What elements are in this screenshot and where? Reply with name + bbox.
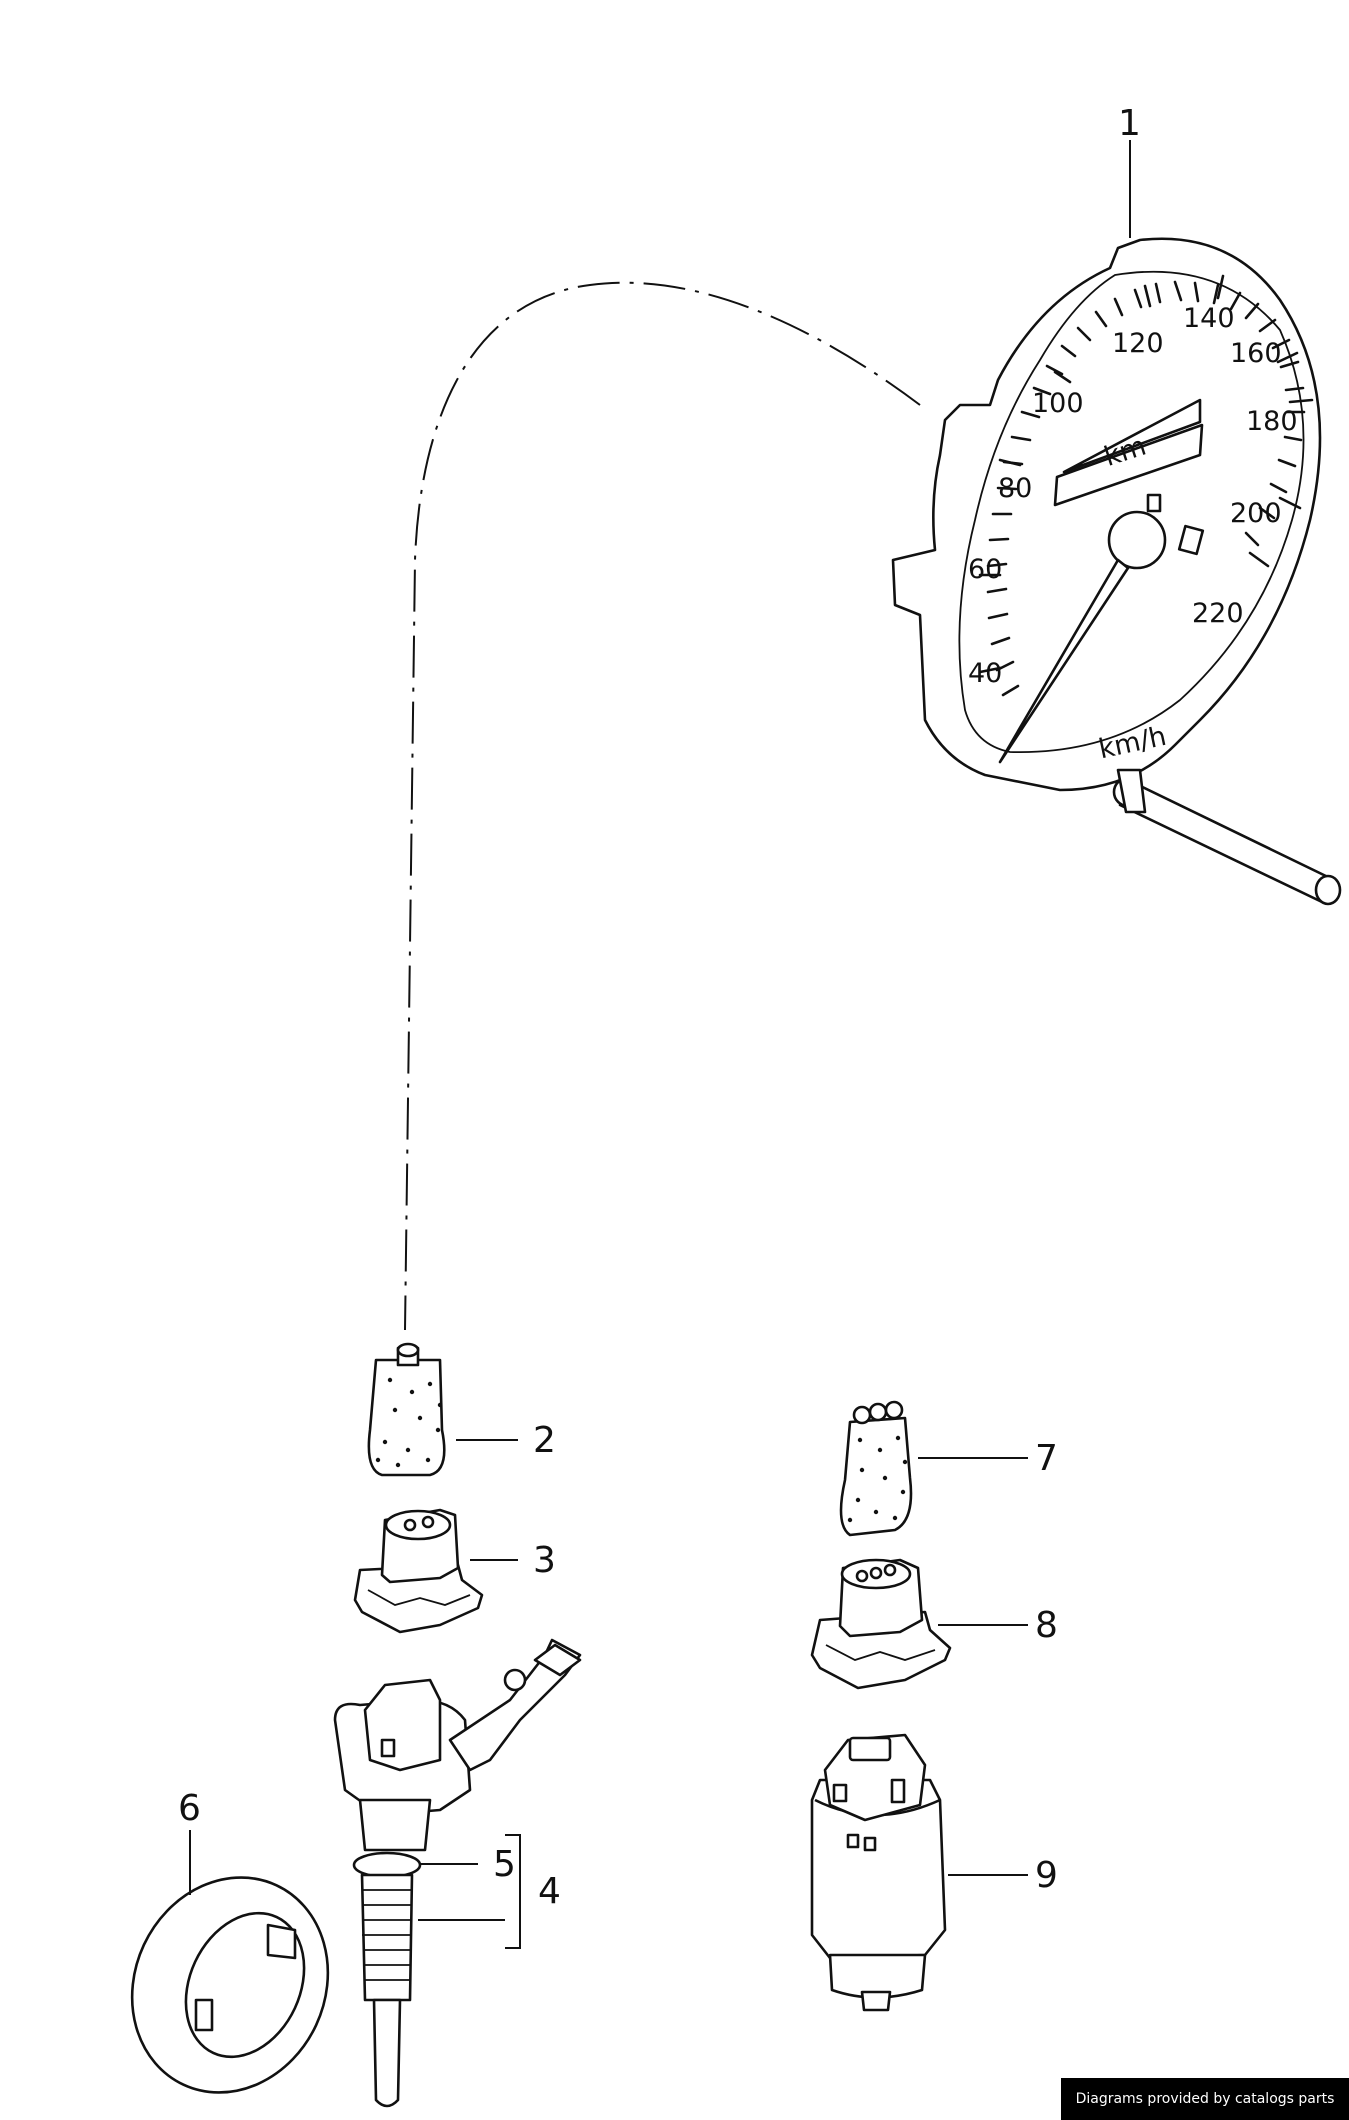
callout-1: 1 bbox=[1118, 103, 1141, 144]
callout-8: 8 bbox=[1035, 1605, 1058, 1646]
callout-9: 9 bbox=[1035, 1855, 1058, 1896]
speed-label-140: 140 bbox=[1183, 303, 1235, 334]
bracket-4-5 bbox=[505, 1834, 521, 1949]
speed-label-180: 180 bbox=[1246, 406, 1298, 437]
speed-label-200: 200 bbox=[1230, 498, 1282, 529]
speed-label-220: 220 bbox=[1192, 598, 1244, 629]
speed-label-100: 100 bbox=[1032, 388, 1084, 419]
trip-window bbox=[1062, 398, 1202, 474]
part-3-connector bbox=[353, 1508, 484, 1634]
diagram-credit-banner: Diagrams provided by catalogs parts bbox=[1061, 2078, 1349, 2120]
dial-tick-marks bbox=[986, 280, 1306, 697]
sensor-plug-socket bbox=[848, 1736, 892, 1762]
sender-plug-latch bbox=[380, 1738, 396, 1758]
callout-5: 5 bbox=[493, 1844, 516, 1885]
trip-reset-button bbox=[1177, 524, 1205, 556]
sensor-latch-left bbox=[832, 1783, 848, 1803]
speed-label-40: 40 bbox=[968, 658, 1002, 689]
speedometer-assembly: 40 60 80 100 120 140 160 180 200 220 km … bbox=[891, 237, 1342, 906]
part-4-speed-sender bbox=[333, 1638, 582, 2108]
part-6-ring bbox=[130, 1876, 330, 2094]
speedometer-housing bbox=[891, 237, 1322, 792]
dial-face-rim bbox=[958, 270, 1305, 754]
dial-major-ticks bbox=[978, 274, 1314, 674]
drive-shaft bbox=[1112, 768, 1342, 906]
part-2-plug bbox=[367, 1342, 446, 1477]
needle bbox=[998, 558, 1130, 764]
part-9-sensor bbox=[810, 1733, 947, 2012]
speed-label-60: 60 bbox=[968, 554, 1002, 585]
needle-hub bbox=[1107, 510, 1167, 570]
thread-lines bbox=[362, 1889, 412, 1981]
speed-label-80: 80 bbox=[998, 473, 1032, 504]
callout-7: 7 bbox=[1035, 1438, 1058, 1479]
callout-6: 6 bbox=[178, 1788, 201, 1829]
callout-4: 4 bbox=[538, 1871, 561, 1912]
sensor-latch-right bbox=[890, 1778, 906, 1804]
part-8-connector bbox=[810, 1558, 952, 1690]
speed-label-120: 120 bbox=[1112, 328, 1164, 359]
speed-label-160: 160 bbox=[1230, 338, 1282, 369]
assembly-center-line bbox=[404, 281, 921, 1331]
needle-pin bbox=[1146, 493, 1162, 513]
odometer-window bbox=[1053, 423, 1204, 507]
callout-2: 2 bbox=[533, 1420, 556, 1461]
callout-3: 3 bbox=[533, 1540, 556, 1581]
part-7-plug bbox=[839, 1400, 913, 1537]
o-ring bbox=[352, 1851, 422, 1879]
